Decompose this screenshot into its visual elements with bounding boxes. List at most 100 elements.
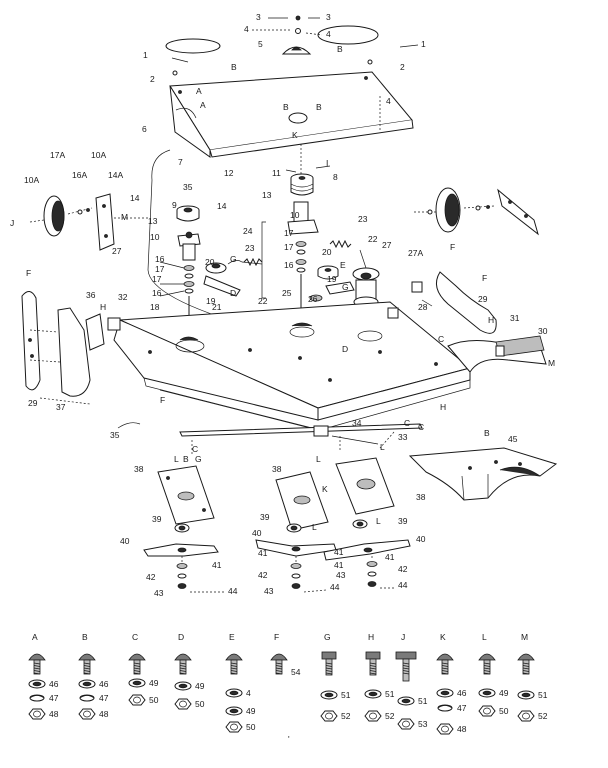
hardware-part-number: 49	[246, 706, 256, 716]
hardware-part-number: 51	[538, 690, 548, 700]
bracket-28	[411, 281, 433, 307]
hardware-part-number: 50	[195, 699, 205, 709]
spring-23-right	[329, 239, 352, 249]
hardware-part-number: 51	[385, 689, 395, 699]
part-label: B	[183, 454, 189, 464]
part-label: 3	[326, 12, 331, 22]
hardware-letter: A	[32, 632, 38, 642]
idler-pulley-right-20	[317, 265, 339, 280]
bolt	[270, 653, 288, 675]
washer	[320, 690, 338, 700]
hardware-part-number: 51	[418, 696, 428, 706]
hardware-letter: E	[229, 632, 235, 642]
part-label: L	[174, 454, 179, 464]
part-label: 17	[152, 274, 162, 284]
blade-hardware	[176, 556, 396, 593]
part-label: 44	[398, 580, 408, 590]
washer	[517, 690, 535, 700]
part-label: 27	[382, 240, 392, 250]
bolt	[225, 653, 243, 675]
part-label: L	[376, 516, 381, 526]
hardware-part-number: 46	[49, 679, 59, 689]
part-label: 42	[258, 570, 268, 580]
part-label: 11	[272, 168, 281, 178]
hardware-part-number: 54	[291, 667, 301, 677]
part-label: 7	[178, 157, 183, 167]
part-label: 31	[510, 313, 520, 323]
bolt	[478, 653, 496, 675]
nut	[174, 698, 192, 710]
part-label: 13	[148, 216, 158, 226]
hardware-part-number: 52	[538, 711, 548, 721]
part-label: L	[316, 454, 321, 464]
bolt	[78, 653, 96, 675]
part-label: B	[484, 428, 490, 438]
part-label: 14A	[108, 170, 123, 180]
part-label: 43	[154, 588, 164, 598]
hardware-part-number: 47	[99, 693, 109, 703]
part-label: 28	[418, 302, 428, 312]
left-spindle-10	[159, 231, 201, 334]
part-label: 17	[284, 242, 294, 252]
footer-mark: '	[288, 734, 290, 744]
washer	[174, 681, 192, 691]
part-label: 16	[284, 260, 294, 270]
part-label: 35	[183, 182, 193, 192]
hardware-letter: J	[401, 632, 405, 642]
washer	[225, 688, 243, 698]
bolt	[28, 653, 46, 675]
part-label: 30	[538, 326, 548, 336]
washer	[28, 679, 46, 689]
part-label: 22	[368, 234, 378, 244]
hardware-part-number: 50	[149, 695, 159, 705]
baffle-45	[408, 447, 558, 501]
hardware-part-number: 46	[99, 679, 109, 689]
part-label: 10A	[91, 150, 106, 160]
part-label: 20	[322, 247, 332, 257]
hardware-part-number: 50	[499, 706, 509, 716]
part-label: G	[230, 254, 237, 264]
part-label: 25	[282, 288, 292, 298]
part-label: 27A	[408, 248, 423, 258]
hardware-part-number: 52	[341, 711, 351, 721]
hardware-part-number: 47	[457, 703, 467, 713]
blade-left	[143, 543, 219, 557]
idler-arm-left	[203, 260, 263, 297]
nut	[364, 710, 382, 722]
hardware-letter: G	[324, 632, 331, 642]
part-label: 22	[258, 296, 268, 306]
part-label: 16	[152, 288, 162, 298]
left-bracket-14A	[95, 193, 150, 251]
washer	[78, 679, 96, 689]
part-label: B	[337, 44, 343, 54]
idler-arm-right	[309, 281, 355, 302]
washer	[437, 704, 453, 712]
part-label: 19	[206, 296, 216, 306]
part-label: H	[488, 315, 494, 325]
part-label: 38	[134, 464, 144, 474]
belt-right	[317, 25, 379, 45]
part-label: 10	[150, 232, 160, 242]
part-label: 17A	[50, 150, 65, 160]
part-label: D	[342, 344, 348, 354]
bolt	[395, 651, 417, 682]
hardware-part-number: 48	[49, 709, 59, 719]
part-label: M	[548, 358, 555, 368]
part-label: 1	[421, 39, 426, 49]
part-label: 13	[262, 190, 272, 200]
part-label: 2	[150, 74, 155, 84]
hardware-group-f: F54	[270, 632, 301, 677]
part-label: C	[192, 444, 198, 454]
hardware-part-number: 51	[341, 690, 351, 700]
part-label: 39	[152, 514, 162, 524]
part-label: 45	[508, 434, 518, 444]
nut	[225, 721, 243, 733]
belt-left	[165, 38, 221, 54]
hardware-letter: D	[178, 632, 184, 642]
part-label: 41	[258, 548, 268, 558]
hardware-letter: C	[132, 632, 138, 642]
part-label: 21	[212, 302, 222, 312]
bolt	[128, 653, 146, 675]
hardware-part-number: 48	[99, 709, 109, 719]
